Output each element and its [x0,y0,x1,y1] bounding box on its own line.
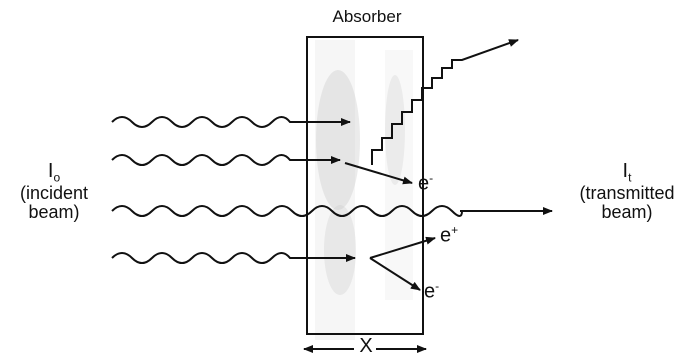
absorber-slab [306,36,424,335]
transmitted-line2: beam) [601,202,653,223]
incident-wave-2 [111,154,341,166]
incident-wave-3 [111,205,463,217]
positron-charge: + [451,223,459,237]
positron-letter: e [440,224,452,247]
electron-letter: e [418,172,430,195]
electron-charge: - [429,171,434,185]
electron-track [344,162,413,185]
incident-wave-4 [111,252,356,264]
positron-track [369,236,436,259]
incident-symbol: I [47,160,54,182]
thickness-label: X [359,335,373,357]
incident-subscript: o [53,170,61,185]
electron-label: e- [418,172,433,195]
incident-line1: (incident [19,183,89,204]
scattered-photon [371,39,519,165]
transmitted-label: It (transmitted beam) [564,161,690,222]
incident-waves [111,116,463,264]
incident-line2: beam) [28,202,80,223]
incident-label: Io (incident beam) [2,161,106,222]
transmitted-subscript: t [628,170,632,185]
transmitted-symbol: I [622,160,629,182]
electron2-track [369,257,421,291]
electron2-label: e- [424,280,439,303]
absorber-texture [315,40,413,340]
incident-wave-1 [111,116,351,128]
electron2-charge: - [435,279,440,293]
absorber-title: Absorber [332,7,402,26]
positron-label: e+ [440,224,458,247]
electron2-letter: e [424,280,436,303]
transmitted-line1: (transmitted [579,183,675,204]
